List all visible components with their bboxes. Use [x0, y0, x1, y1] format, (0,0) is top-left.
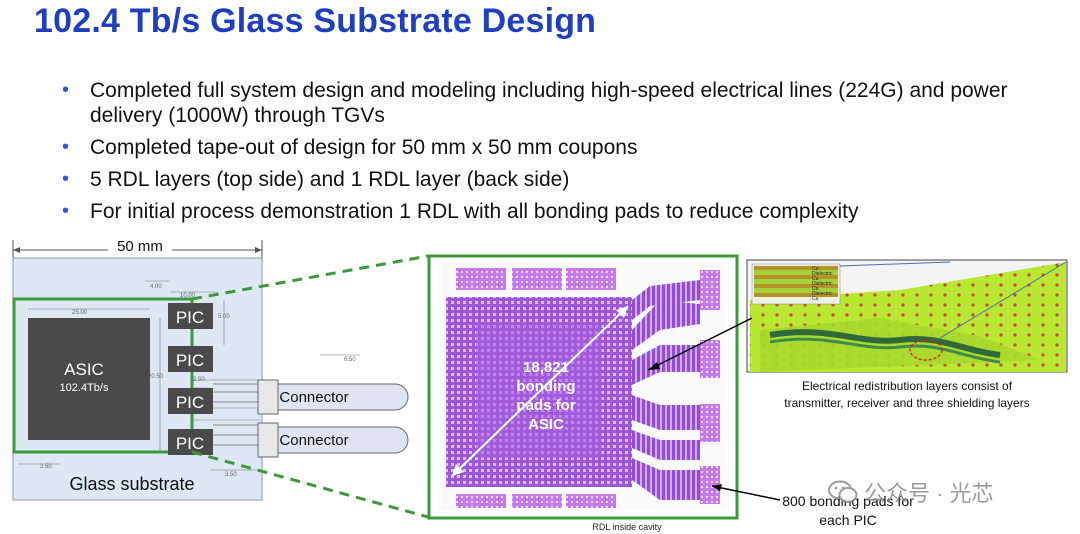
watermark: 公众号 · 光芯 [828, 476, 994, 508]
asic-pads-label: bonding [516, 378, 575, 395]
asic-sub-label: 102.4Tb/s [60, 382, 109, 394]
dim-label: 6.50 [344, 357, 356, 363]
rdl-caption: RDL inside cavity [592, 522, 662, 532]
dim-label: 10.00 [180, 293, 196, 299]
connector: Connector [257, 422, 409, 458]
dim-label: 25.00 [72, 310, 88, 316]
asic-pads-label: ASIC [528, 416, 564, 433]
pic-pads-label: each PIC [819, 512, 877, 528]
pic-label: PIC [176, 351, 204, 370]
connector: Connector [257, 379, 409, 415]
pic-block: PIC [168, 303, 213, 329]
width-dimension-label: 50 mm [117, 238, 163, 255]
rdl-layout-view: 18,821 bonding pads for ASIC [427, 254, 739, 520]
connector-label: Connector [279, 389, 348, 406]
dim-label: 4.00 [150, 284, 162, 290]
green-highlight-frame [12, 297, 194, 454]
asic-pads-label: 18,821 [523, 359, 569, 376]
zoom-lines [191, 254, 429, 519]
pic-label: PIC [176, 393, 204, 412]
layer-label: Cu [812, 266, 819, 272]
rdl-description: Electrical redistribution layers consist… [802, 379, 1013, 393]
left-package-drawing: 50 mm 4.00 10.00 25.00 5.00 20.50 2.50 6… [12, 236, 409, 501]
rdl-cross-section-render: Cu Dielectric Cu Dielectric Cu Dielectri… [746, 259, 1068, 373]
layer-label: Dielectric [812, 271, 833, 277]
rdl-description: transmitter, receiver and three shieldin… [784, 396, 1029, 410]
glass-substrate-label: Glass substrate [69, 474, 194, 494]
layer-label: Cu [812, 286, 819, 292]
pic-block: PIC [168, 346, 213, 372]
bullet-item: Completed full system design and modelin… [62, 78, 1052, 128]
wechat-icon [828, 480, 858, 503]
pic-block: PIC [168, 429, 213, 455]
dim-label: 2.50 [40, 464, 52, 470]
asic-label: ASIC [64, 360, 104, 379]
pic-label: PIC [176, 308, 204, 327]
connector-label: Connector [279, 432, 348, 449]
layer-label: Dielectric [812, 291, 833, 297]
dim-label: 3.50 [225, 472, 237, 478]
bullet-item: For initial process demonstration 1 RDL … [62, 199, 1052, 224]
bullet-item: Completed tape-out of design for 50 mm x… [62, 135, 1052, 160]
bullet-list: Completed full system design and modelin… [62, 78, 1052, 231]
bullet-item: 5 RDL layers (top side) and 1 RDL layer … [62, 167, 1052, 192]
slide-title: 102.4 Tb/s Glass Substrate Design [34, 2, 597, 40]
watermark-text: 公众号 · 光芯 [864, 481, 994, 506]
pic-block: PIC [168, 388, 213, 414]
pic-label: PIC [176, 434, 204, 453]
layer-label: Dielectric [812, 281, 833, 287]
layer-label: Cu [812, 276, 819, 282]
dim-label: 20.50 [148, 374, 164, 380]
asic-die [28, 318, 150, 440]
layer-label: Cu [812, 296, 819, 302]
asic-pads-label: pads for [516, 397, 575, 414]
fanout-traces [632, 280, 700, 500]
